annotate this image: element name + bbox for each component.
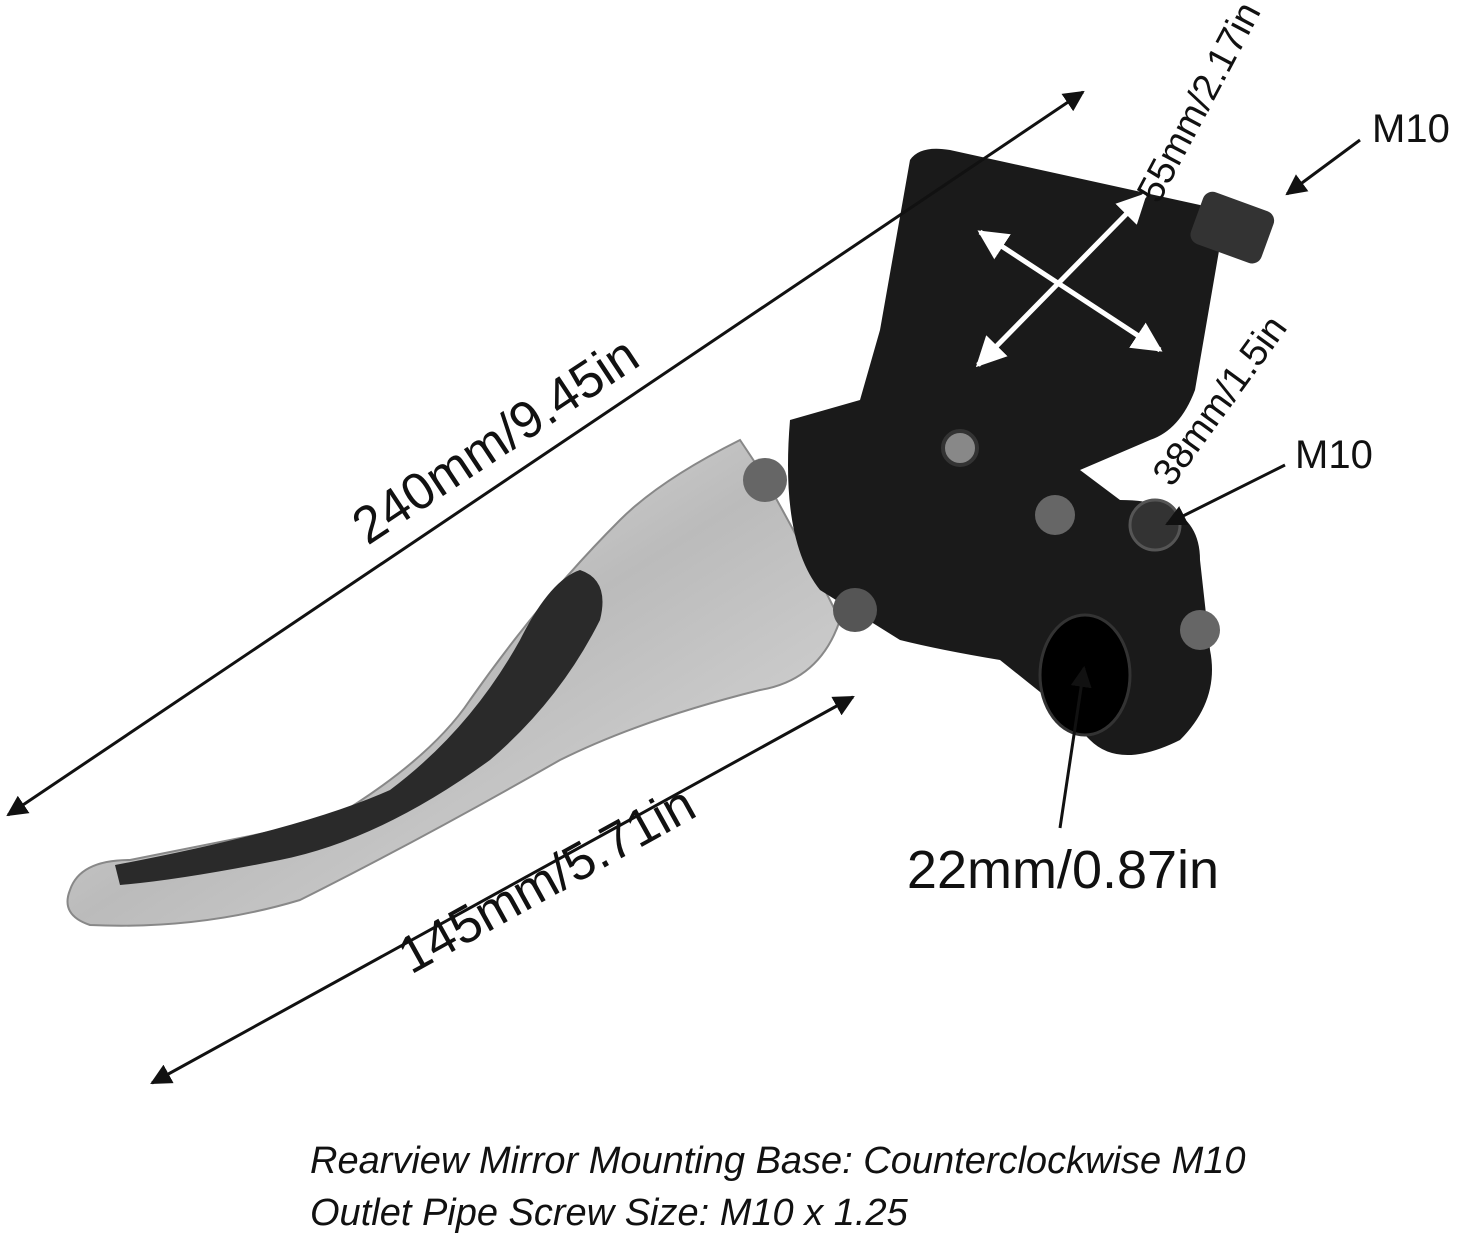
reservoir-width-label: 55mm/2.17in	[1129, 0, 1269, 209]
pivot-pin	[833, 588, 877, 632]
bolt	[743, 458, 787, 502]
overall-length-arrow	[6, 90, 1085, 817]
bolt	[1180, 610, 1220, 650]
caption-mirror-base: Rearview Mirror Mounting Base: Countercl…	[310, 1140, 1246, 1182]
bolt	[1035, 495, 1075, 535]
mirror-mount-thread	[1128, 498, 1182, 552]
clamp-hole	[1038, 613, 1132, 737]
handlebar-pointer-arrow	[1058, 665, 1092, 829]
mirror-thread-label: M10	[1295, 433, 1373, 477]
caption-outlet-screw: Outlet Pipe Screw Size: M10 x 1.25	[310, 1192, 908, 1234]
outlet-pointer-arrow	[1285, 138, 1361, 196]
overall-length-label: 240mm/9.45in	[342, 326, 649, 556]
lever-length-arrow	[150, 695, 855, 1085]
outlet-bolt	[1190, 191, 1275, 264]
master-cylinder-body	[788, 148, 1221, 755]
sight-glass	[941, 429, 979, 467]
outlet-thread-label: M10	[1372, 107, 1450, 151]
handlebar-diameter-label: 22mm/0.87in	[907, 840, 1219, 900]
mirror-pointer-arrow	[1165, 463, 1286, 526]
